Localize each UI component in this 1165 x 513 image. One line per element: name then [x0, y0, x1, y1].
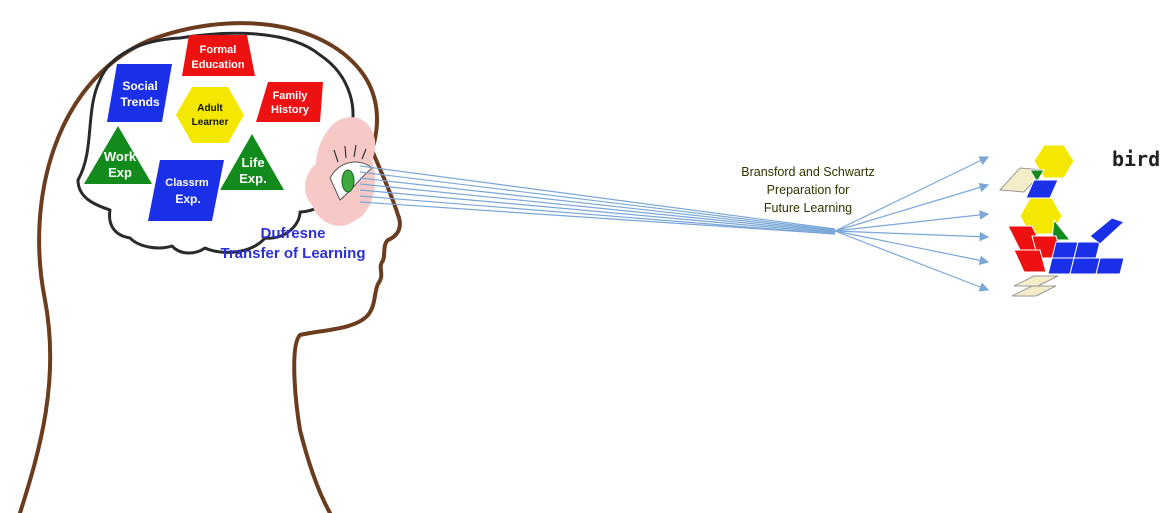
fan-arrow: [835, 231, 988, 290]
pattern-block-bird: [1000, 145, 1124, 296]
life-exp-shape: Life Exp.: [220, 134, 284, 190]
bird-tail-3: [1090, 218, 1124, 244]
formal-education-label-2: Education: [191, 59, 244, 71]
eye: [305, 117, 375, 226]
work-exp-shape: Work Exp: [84, 126, 152, 184]
work-exp-label-1: Work: [104, 149, 137, 164]
iris: [342, 170, 354, 192]
adult-learner-label-2: Learner: [192, 117, 229, 128]
bird-tail-4: [1096, 258, 1124, 274]
bransford-label-3: Future Learning: [764, 201, 852, 215]
dufresne-label-2: Transfer of Learning: [220, 245, 365, 262]
dufresne-label-1: Dufresne: [260, 225, 325, 242]
life-exp-label-2: Exp.: [239, 171, 266, 186]
classrm-exp-label-2: Exp.: [175, 192, 200, 206]
family-history-label-1: Family: [273, 90, 309, 102]
bird-red-trapezoid-3: [1014, 250, 1046, 272]
formal-education-shape: Formal Education: [182, 35, 255, 76]
adult-learner-shape: Adult Learner: [176, 87, 244, 143]
bird-foot-1: [1014, 276, 1058, 286]
family-history-shape: Family History: [256, 82, 323, 122]
work-exp-label-2: Exp: [108, 165, 132, 180]
family-history-label-2: History: [271, 104, 310, 116]
social-trends-label-1: Social: [122, 79, 157, 93]
social-trends-label-2: Trends: [120, 95, 160, 109]
bransford-label-2: Preparation for: [767, 183, 850, 197]
fan-arrow: [835, 185, 988, 231]
adult-learner-label-1: Adult: [197, 103, 223, 114]
bird-foot-2: [1012, 286, 1056, 296]
bird-tail-6: [1070, 258, 1100, 274]
classrm-exp-label-1: Classrm: [165, 177, 209, 189]
bird-tail-2: [1074, 242, 1100, 258]
life-exp-label-1: Life: [241, 155, 264, 170]
classrm-exp-shape: Classrm Exp.: [148, 160, 224, 221]
social-trends-shape: Social Trends: [107, 64, 172, 122]
bransford-label-1: Bransford and Schwartz: [741, 165, 874, 179]
formal-education-label-1: Formal: [200, 44, 237, 56]
bird-label: bird: [1112, 147, 1160, 171]
fan-arrow: [835, 214, 988, 231]
